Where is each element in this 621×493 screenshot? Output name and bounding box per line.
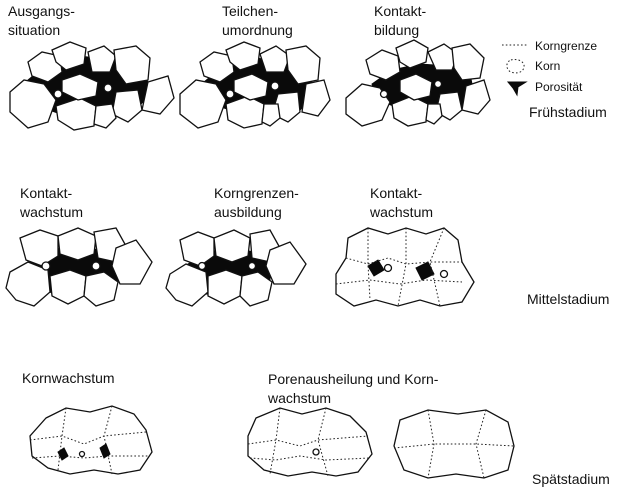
panel-6-structure xyxy=(335,227,475,307)
legend-porosity-label: Porosität xyxy=(535,80,583,94)
panel-1-title: Ausgangs- situation xyxy=(8,2,75,40)
panel-3-title-line2: bildung xyxy=(374,22,420,38)
panel-1-title-line2: situation xyxy=(8,22,61,38)
panel-5-structure xyxy=(165,229,307,307)
panel-4-title: Kontakt- wachstum xyxy=(20,184,83,222)
panel-2-title-line2: umordnung xyxy=(222,22,293,38)
panel-7-title-line1: Kornwachstum xyxy=(22,370,115,386)
panel-3-title: Kontakt- bildung xyxy=(374,2,426,40)
panel-5-title-line2: ausbildung xyxy=(214,204,282,220)
panel-4-structure xyxy=(5,227,153,307)
panel-8-title: Porenausheilung und Korn- wachstum xyxy=(268,370,438,408)
panel-5-title-line1: Korngrenzen- xyxy=(214,185,299,201)
panel-8-title-line2: wachstum xyxy=(268,390,332,406)
legend-grain-icon xyxy=(506,59,525,74)
panel-2-title: Teilchen- umordnung xyxy=(222,2,293,40)
panel-6-title-line2: wachstum xyxy=(370,204,434,220)
legend-porosity-icon xyxy=(506,81,528,97)
panel-7-title: Kornwachstum xyxy=(22,369,115,388)
panel-1-title-line1: Ausgangs- xyxy=(8,3,75,19)
panel-3-title-line1: Kontakt- xyxy=(374,3,427,19)
stage-label-late: Spätstadium xyxy=(532,471,610,487)
panel-2-structure xyxy=(179,41,331,129)
panel-8-title-line1: Porenausheilung und Korn- xyxy=(268,371,439,387)
panel-6-title-line1: Kontakt- xyxy=(370,185,423,201)
panel-6-title: Kontakt- wachstum xyxy=(370,184,433,222)
panel-1-structure xyxy=(9,41,175,131)
panel-3-structure xyxy=(345,39,491,127)
stage-label-early: Frühstadium xyxy=(529,104,607,120)
panel-2-title-line1: Teilchen- xyxy=(222,3,279,19)
legend-grain-boundary-label: Korngrenze xyxy=(535,39,598,53)
panel-8b-structure xyxy=(393,409,515,479)
panel-7-structure xyxy=(29,405,153,475)
panel-4-title-line2: wachstum xyxy=(20,204,84,220)
panel-4-title-line1: Kontakt- xyxy=(20,185,73,201)
legend-grain-label: Korn xyxy=(535,59,561,73)
panel-8a-structure xyxy=(247,407,373,477)
stage-label-middle: Mittelstadium xyxy=(527,291,610,307)
panel-5-title: Korngrenzen- ausbildung xyxy=(214,184,299,222)
